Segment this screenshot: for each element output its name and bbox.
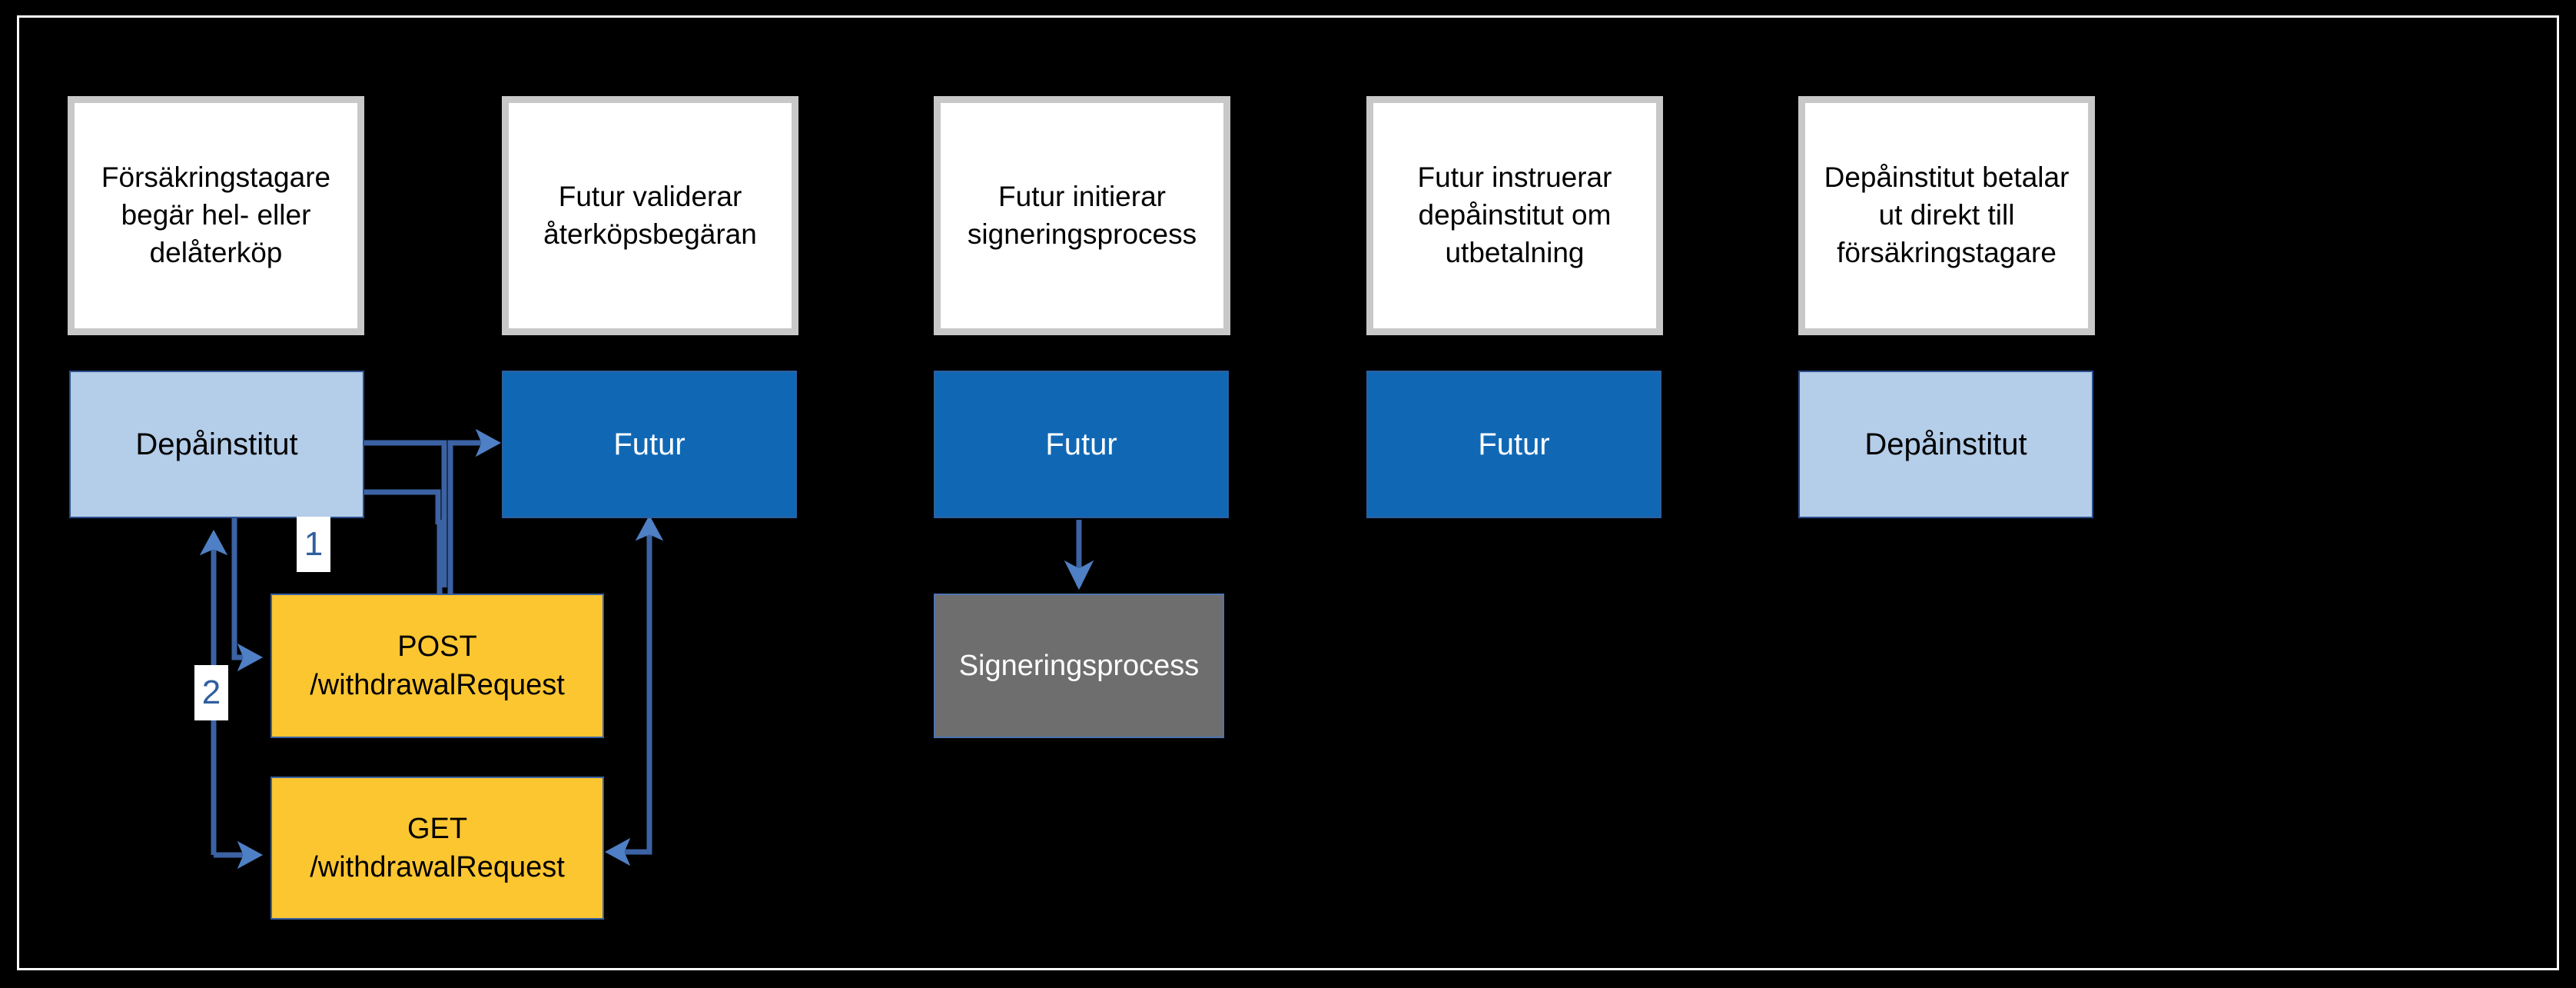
- actor-futur-3[interactable]: Futur: [1366, 371, 1661, 518]
- api-box-post[interactable]: POST /withdrawalRequest: [271, 594, 604, 738]
- step-card-5-line-2: ut direkt till: [1878, 199, 2015, 231]
- connector-depainstitut-to-futur: [364, 428, 502, 600]
- step-card-2-line-1: Futur validerar: [558, 180, 742, 212]
- sequence-chip-2: 2: [194, 665, 228, 720]
- actor-depainstitut-1[interactable]: Depåinstitut: [69, 371, 364, 518]
- step-card-4-line-1: Futur instruerar: [1417, 161, 1612, 194]
- actor-futur-1-label: Futur: [613, 427, 685, 461]
- api-box-post-path: /withdrawalRequest: [310, 669, 565, 701]
- sequence-chip-1: 1: [297, 517, 330, 572]
- step-card-5-line-3: försäkringstagare: [1837, 236, 2056, 268]
- step-card-4: Futur instruerar depåinstitut om utbetal…: [1366, 96, 1663, 335]
- process-box-signing[interactable]: Signeringsprocess: [934, 594, 1224, 738]
- connector-futur-to-get: [604, 514, 664, 867]
- process-box-signing-label: Signeringsprocess: [958, 649, 1200, 682]
- actor-depainstitut-2[interactable]: Depåinstitut: [1798, 371, 2093, 518]
- actor-depainstitut-1-label: Depåinstitut: [135, 427, 298, 461]
- actor-futur-1[interactable]: Futur: [502, 371, 797, 518]
- step-card-2-line-2: återköpsbegäran: [543, 218, 757, 250]
- sequence-chip-2-value: 2: [201, 674, 221, 711]
- actor-depainstitut-2-label: Depåinstitut: [1864, 427, 2027, 461]
- step-card-3-line-1: Futur initierar: [998, 180, 1166, 212]
- step-card-1: Försäkringstagare begär hel- eller delåt…: [68, 96, 364, 335]
- step-card-3-line-2: signeringsprocess: [967, 218, 1197, 250]
- api-box-get[interactable]: GET /withdrawalRequest: [271, 777, 604, 920]
- step-card-1-line-1: Försäkringstagare: [101, 161, 331, 194]
- step-card-1-line-2: begär hel- eller: [121, 199, 311, 231]
- actor-futur-3-label: Futur: [1478, 427, 1550, 461]
- api-box-get-path: /withdrawalRequest: [310, 851, 565, 883]
- actor-futur-2[interactable]: Futur: [934, 371, 1229, 518]
- actor-futur-2-label: Futur: [1045, 427, 1117, 461]
- sequence-chip-1-value: 1: [304, 525, 324, 563]
- step-card-3: Futur initierar signeringsprocess: [934, 96, 1230, 335]
- step-card-4-line-2: depåinstitut om: [1418, 199, 1612, 231]
- step-card-5: Depåinstitut betalar ut direkt till förs…: [1798, 96, 2095, 335]
- step-card-4-line-3: utbetalning: [1445, 236, 1585, 268]
- step-card-2: Futur validerar återköpsbegäran: [502, 96, 798, 335]
- api-box-get-method: GET: [407, 812, 468, 845]
- api-box-post-method: POST: [397, 630, 477, 663]
- step-card-1-line-3: delåterköp: [149, 236, 283, 268]
- step-card-5-line-1: Depåinstitut betalar: [1824, 161, 2070, 194]
